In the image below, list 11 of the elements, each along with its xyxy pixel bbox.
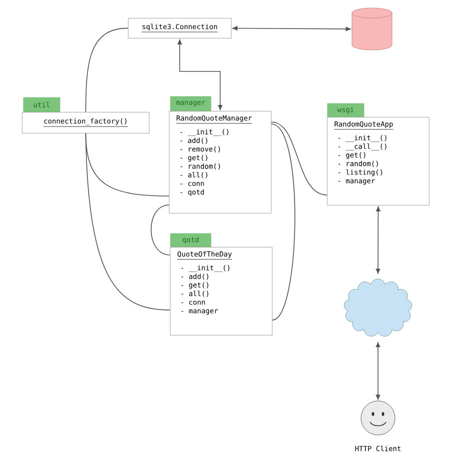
connector (150, 204, 170, 256)
connector (376, 206, 380, 274)
connector (376, 342, 380, 400)
connector (271, 124, 296, 320)
connector (178, 39, 222, 110)
connector (85, 28, 128, 112)
cloud (344, 278, 412, 336)
connector (85, 132, 170, 310)
database-cylinder (352, 8, 392, 50)
connector (232, 26, 351, 32)
connector (271, 122, 328, 196)
